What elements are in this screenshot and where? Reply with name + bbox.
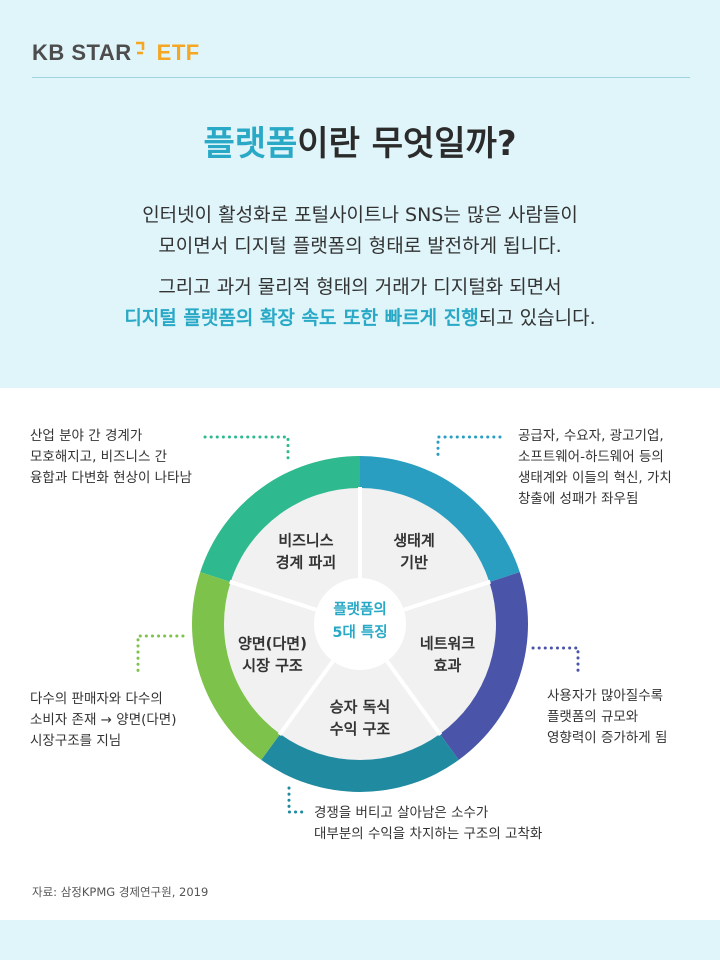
- leader-business: [203, 435, 290, 460]
- brand-suffix: ETF: [156, 40, 200, 65]
- intro-highlight: 디지털 플랫폼의 확장 속도 또한 빠르게 진행: [124, 307, 479, 329]
- segment-label-two-sided-market-line1: 양면(다면): [238, 634, 307, 652]
- ring-segment-business-boundary: [200, 456, 360, 582]
- leader-two-sided: [136, 634, 185, 677]
- center-label-line1: 플랫폼의: [333, 600, 386, 618]
- intro-paragraph-1: 인터넷이 활성화로 포털사이트나 SNS는 많은 사람들이 모이면서 디지털 플…: [0, 200, 720, 262]
- note-two-sided-market: 다수의 판매자와 다수의 소비자 존재 → 양면(다면) 시장구조를 지님: [30, 691, 177, 749]
- segment-divider: [277, 660, 335, 737]
- ring-segment-network-effect: [439, 572, 528, 760]
- note-business-boundary: 산업 분야 간 경계가 모호해지고, 비즈니스 간 융합과 다변화 현상이 나타…: [30, 428, 192, 486]
- title-highlight: 플랫폼: [203, 124, 298, 164]
- center-label-line2: 5대 특징: [332, 624, 387, 641]
- note-ecosystem: 공급자, 수요자, 광고기업, 소프트웨어-하드웨어 등의 생태계와 이들의 혁…: [518, 428, 672, 507]
- intro-line: 디지털 플랫폼의 확장 속도 또한 빠르게 진행되고 있습니다.: [0, 303, 720, 334]
- header-divider: [32, 77, 690, 78]
- leader-network: [531, 646, 580, 675]
- page-title: 플랫폼이란 무엇일까?: [0, 116, 720, 165]
- segment-divider: [229, 579, 317, 612]
- segment-label-network-effect-line2: 효과: [434, 656, 462, 674]
- segment-label-winner-takes-all-line1: 승자 독식: [330, 698, 390, 716]
- segment-label-ecosystem-line1: 생태계: [393, 532, 434, 550]
- note-winner-takes-all: 경쟁을 버티고 살아남은 소수가 대부분의 수익을 차지하는 구조의 고착화: [314, 805, 543, 842]
- note-network-effect: 사용자가 많아질수록 플랫폼의 규모와 영향력이 증가하게 됨: [547, 688, 668, 746]
- ring-segment-two-sided-market: [191, 572, 281, 760]
- intro-paragraph-2: 그리고 과거 물리적 형태의 거래가 디지털화 되면서 디지털 플랫폼의 확장 …: [0, 272, 720, 334]
- brand-mark-icon: [135, 41, 145, 65]
- center-circle: [314, 578, 406, 670]
- segment-label-business-boundary-line2: 경계 파괴: [276, 554, 336, 572]
- intro-line: 모이면서 디지털 플랫폼의 형태로 발전하게 됩니다.: [158, 235, 562, 257]
- brand-logo: KB STAR ETF: [32, 38, 200, 68]
- leader-ecosystem: [436, 435, 502, 460]
- header-panel: [0, 0, 720, 388]
- intro-rest: 되고 있습니다.: [478, 307, 596, 329]
- segment-divider: [385, 660, 443, 737]
- brand-name: KB STAR: [32, 40, 132, 65]
- leader-winner: [287, 786, 306, 814]
- segment-label-business-boundary-line1: 비즈니스: [278, 532, 333, 550]
- intro-line: 그리고 과거 물리적 형태의 거래가 디지털화 되면서: [158, 276, 562, 298]
- segment-label-network-effect-line1: 네트워크: [420, 634, 475, 652]
- source-credit: 자료: 삼정KPMG 경제연구원, 2019: [32, 885, 209, 899]
- segment-label-ecosystem-line2: 기반: [400, 554, 428, 572]
- ring-segment-ecosystem: [360, 456, 520, 582]
- segment-label-two-sided-market-line2: 시장 구조: [242, 656, 303, 674]
- segment-divider: [403, 579, 491, 612]
- segment-label-winner-takes-all-line2: 수익 구조: [330, 720, 391, 738]
- ring-segment-winner-takes-all: [261, 734, 459, 792]
- intro-line: 인터넷이 활성화로 포털사이트나 SNS는 많은 사람들이: [142, 204, 578, 226]
- footer-band: [0, 920, 720, 960]
- title-rest: 이란 무엇일까?: [297, 124, 517, 164]
